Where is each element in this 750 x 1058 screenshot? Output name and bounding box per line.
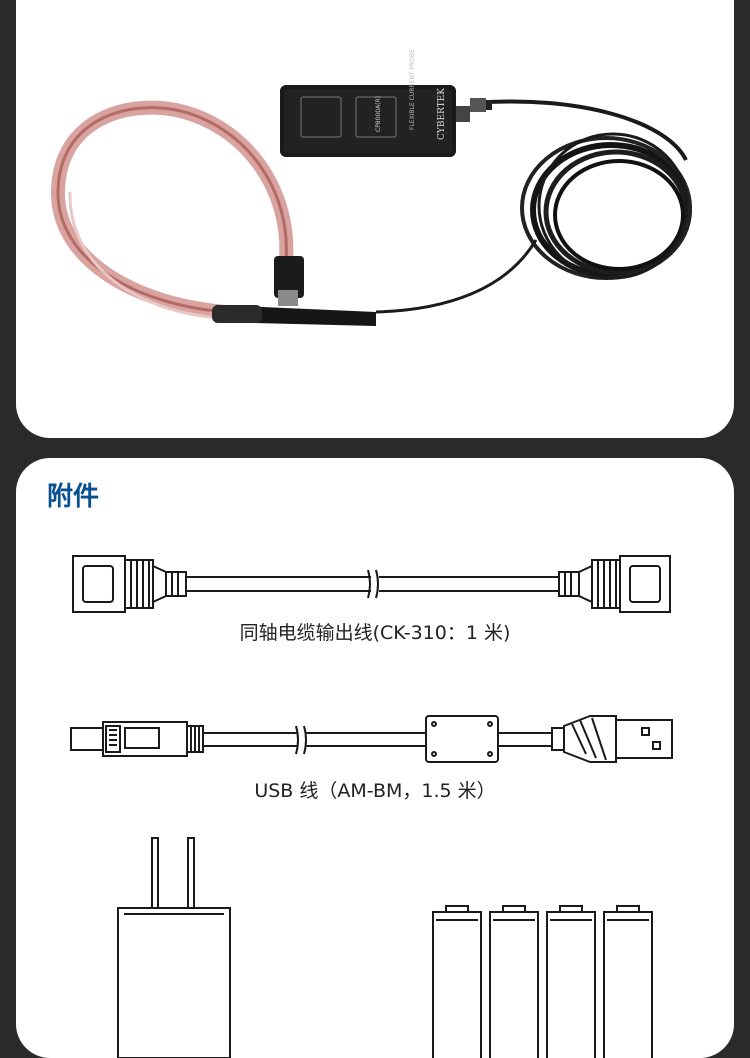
coaxial-cable-caption: 同轴电缆输出线(CK-310：1 米) xyxy=(239,622,511,644)
product-photo-card: FLEXIBLE CURRENT PROBE CYBERTEK CP8000A(… xyxy=(16,0,734,438)
usb-cable-caption: USB 线（AM-BM，1.5 米） xyxy=(254,780,496,802)
box-model-text: CP8000A(R) xyxy=(375,96,382,132)
accessory-drawings xyxy=(70,555,673,1058)
accessories-card: 附件 xyxy=(16,458,734,1058)
batteries-drawing xyxy=(432,905,653,1058)
power-adapter-drawing xyxy=(117,837,231,1058)
usb-cable-drawing xyxy=(70,715,673,763)
box-label-text: FLEXIBLE CURRENT PROBE xyxy=(409,49,416,130)
box-brand-text: CYBERTEK xyxy=(437,88,447,140)
coaxial-cable-drawing xyxy=(72,555,671,613)
section-title: 附件 xyxy=(47,482,100,512)
flexible-current-probe-photo: FLEXIBLE CURRENT PROBE CYBERTEK CP8000A(… xyxy=(50,49,692,326)
